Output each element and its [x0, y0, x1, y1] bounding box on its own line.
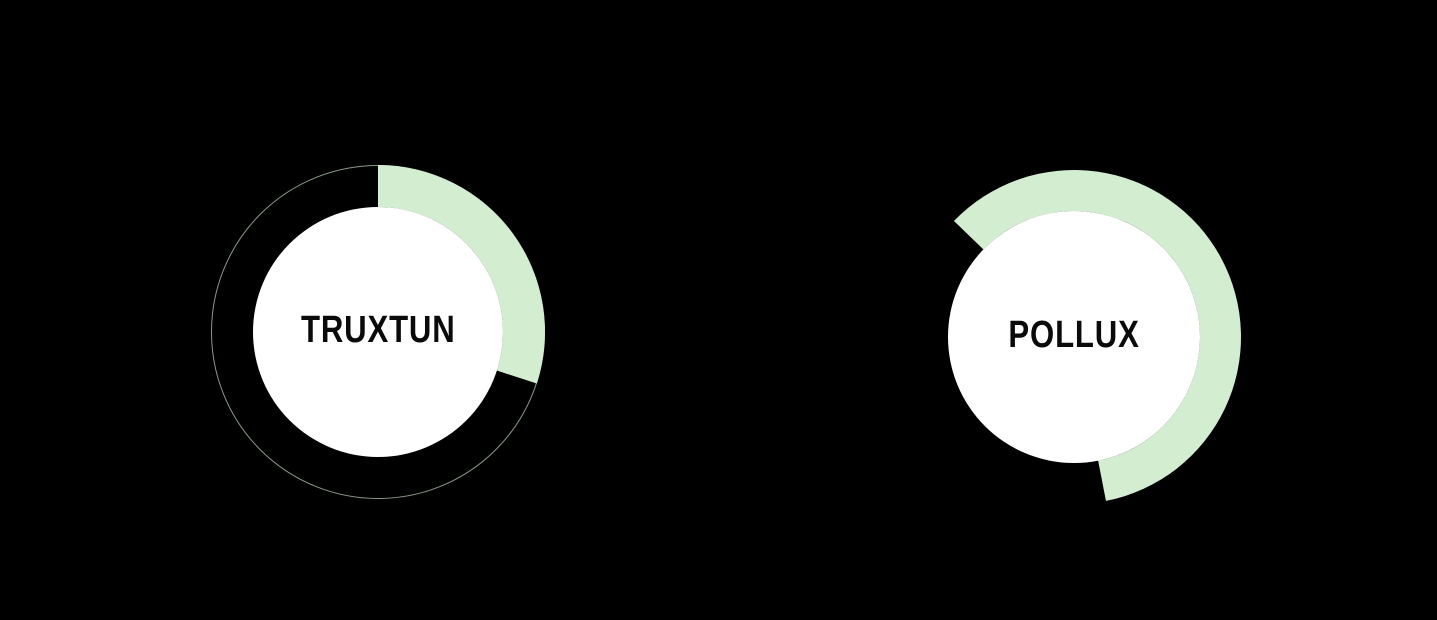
pollux-donut-hole: POLLUX	[948, 211, 1200, 463]
pollux-donut-label: POLLUX	[1008, 314, 1140, 356]
pollux-donut-ring	[907, 170, 1241, 504]
truxtun-donut-chart: TRUXTUN	[211, 165, 545, 499]
truxtun-donut-ring	[211, 165, 545, 499]
truxtun-donut-hole: TRUXTUN	[253, 207, 503, 457]
truxtun-donut-label: TRUXTUN	[300, 309, 456, 351]
pollux-donut-chart: POLLUX	[907, 170, 1241, 504]
